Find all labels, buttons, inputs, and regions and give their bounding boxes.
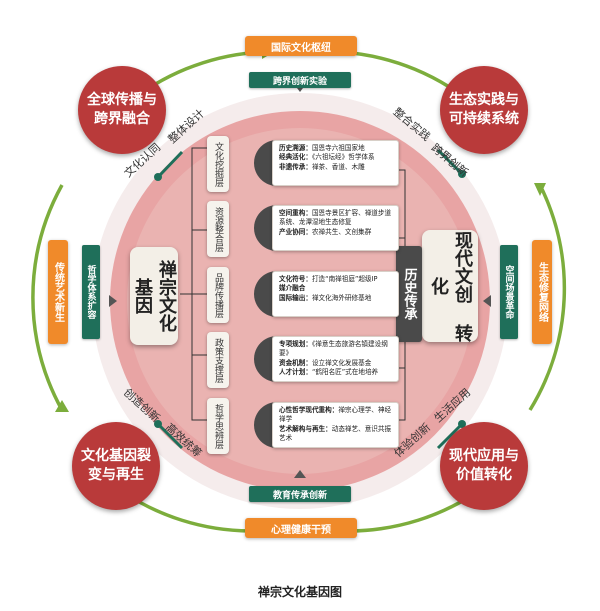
detail-value: 动态禅艺、意识共振艺术 [279, 424, 392, 442]
layer-detail-line: 空间重构：国恩寺景区扩容、禅道步道系统、龙潭湿地生态修复 [279, 209, 394, 228]
detail-key: 媒介融合 [279, 284, 306, 293]
detail-key: 经典活化： [279, 153, 312, 162]
detail-key: 文化符号： [279, 275, 312, 283]
tag-traditional-art: 传统艺术新生 [48, 240, 68, 344]
detail-key: 国际输出： [279, 293, 312, 302]
layer-card: 文化挖掘层 [207, 136, 229, 192]
card-zen-culture-gene: 禅宗文化 基因 [130, 247, 178, 345]
node-modern-application: 现代应用与 价值转化 [440, 422, 528, 510]
node-label: 现代应用与 价值转化 [449, 448, 519, 483]
connector-dots [154, 148, 466, 450]
tag-ecological-network: 生态修复网络 [532, 240, 552, 344]
tag-international-hub: 国际文化枢纽 [245, 36, 357, 56]
detail-value: 禅文化海外研修基地 [311, 293, 372, 302]
layer-detail-body: 心性哲学现代重构：禅宗心理学、神经禅学艺术解构与再生：动态禅艺、意识共振艺术 [272, 402, 399, 448]
node-label: 文化基因裂 变与再生 [81, 448, 151, 483]
arrow-left [483, 295, 491, 307]
layer-label: 资源整合层 [213, 206, 223, 252]
layer-label: 文化挖掘层 [213, 141, 223, 187]
layer-detail-line: 产业协同：农禅共生、文创集群 [279, 228, 394, 237]
detail-value: 国恩寺景区扩容、禅道步道系统、龙潭湿地生态修复 [279, 209, 392, 227]
detail-key: 心性哲学现代重构： [279, 406, 339, 414]
detail-value: “鹤阳名匠”式在地培养 [311, 367, 379, 376]
detail-value: 设立禅文化发展基金 [311, 358, 372, 367]
detail-key: 空间重构： [279, 209, 312, 217]
detail-key: 产业协同： [279, 227, 312, 236]
layer-detail-line: 人才计划：“鹤阳名匠”式在地培养 [279, 368, 394, 377]
detail-value: 农禅共生、文创集群 [311, 227, 372, 236]
layer-detail-line: 专项规划：《禅意生态旅游名镇建设纲要》 [279, 340, 394, 359]
node-label: 全球传播与 跨界融合 [87, 92, 157, 127]
layer-label: 哲学思辨层 [213, 403, 223, 449]
layer-detail-line: 国际输出：禅文化海外研修基地 [279, 294, 394, 303]
arrowhead [55, 400, 69, 412]
layer-card: 资源整合层 [207, 201, 229, 257]
layer-detail-body: 历史溯源：国恩寺六祖国家地经典活化：《六祖坛经》哲学体系非遗传承：禅茶、香道、木… [272, 140, 399, 186]
detail-value: 国恩寺六祖国家地 [311, 144, 365, 152]
detail-key: 资金机制： [279, 358, 312, 367]
layer-label: 政策支撑层 [213, 337, 223, 383]
tag-education-innovation: 教育传承创新 [249, 486, 351, 502]
layer-detail-body: 空间重构：国恩寺景区扩容、禅道步道系统、龙潭湿地生态修复产业协同：农禅共生、文创… [272, 205, 399, 251]
layer-detail-line: 历史溯源：国恩寺六祖国家地 [279, 144, 394, 153]
layer-card: 政策支撑层 [207, 332, 229, 388]
layer-detail-line: 心性哲学现代重构：禅宗心理学、神经禅学 [279, 406, 394, 425]
node-label: 生态实践与 可持续系统 [449, 92, 519, 127]
detail-key: 非遗传承： [279, 162, 312, 171]
node-cultural-gene-fission: 文化基因裂 变与再生 [72, 422, 160, 510]
ring-arc-left [31, 184, 64, 411]
node-global-communication: 全球传播与 跨界融合 [78, 66, 166, 154]
layer-detail-line: 艺术解构与再生：动态禅艺、意识共振艺术 [279, 425, 394, 444]
layer-detail-card: 专项规划：《禅意生态旅游名镇建设纲要》资金机制：设立禅文化发展基金人才计划：“鹤… [254, 336, 399, 382]
node-ecological-practice: 生态实践与 可持续系统 [440, 66, 528, 154]
layer-detail-card: 心性哲学现代重构：禅宗心理学、神经禅学艺术解构与再生：动态禅艺、意识共振艺术 [254, 402, 399, 448]
tag-mental-health: 心理健康干预 [245, 518, 357, 538]
tag-space-revolution: 空间场景革命 [500, 245, 518, 339]
card-label: 现代文创 转化 [428, 230, 473, 342]
detail-key: 人才计划： [279, 367, 312, 376]
layer-detail-card: 历史溯源：国恩寺六祖国家地经典活化：《六祖坛经》哲学体系非遗传承：禅茶、香道、木… [254, 140, 399, 186]
diagram-caption: 禅宗文化基因图 [257, 585, 342, 599]
arrow-right [109, 295, 117, 307]
layer-detail-line: 文化符号：打造“南禅祖庭”超级IP [279, 275, 394, 284]
history-inheritance-box: 历史传承 [396, 246, 422, 342]
layer-detail-line: 资金机制：设立禅文化发展基金 [279, 359, 394, 368]
layer-detail-card: 空间重构：国恩寺景区扩容、禅道步道系统、龙潭湿地生态修复产业协同：农禅共生、文创… [254, 205, 399, 251]
detail-value: 《六祖坛经》哲学体系 [311, 153, 375, 162]
ring-arc-right [528, 184, 567, 411]
arrowhead [534, 183, 546, 196]
detail-key: 艺术解构与再生： [279, 424, 332, 433]
tag-philosophy-expansion: 哲学体系扩容 [82, 245, 100, 339]
layer-detail-line: 媒介融合 [279, 284, 394, 293]
layer-card: 哲学思辨层 [207, 398, 229, 454]
detail-value: 打造“南禅祖庭”超级IP [311, 275, 378, 283]
left-bracket [191, 147, 210, 421]
detail-value: 禅茶、香道、木雕 [311, 162, 365, 171]
card-label: 禅宗文化 基因 [132, 260, 177, 332]
layer-label: 品牌传播层 [213, 272, 223, 318]
detail-key: 专项规划： [279, 340, 312, 348]
layer-card: 品牌传播层 [207, 267, 229, 323]
layer-detail-body: 专项规划：《禅意生态旅游名镇建设纲要》资金机制：设立禅文化发展基金人才计划：“鹤… [272, 336, 399, 382]
detail-value: 禅宗心理学、神经禅学 [279, 406, 392, 424]
detail-key: 历史溯源： [279, 144, 312, 152]
layer-detail-line: 非遗传承：禅茶、香道、木雕 [279, 163, 394, 172]
detail-value: 《禅意生态旅游名镇建设纲要》 [279, 340, 388, 358]
card-modern-creative-transformation: 现代文创 转化 [422, 230, 478, 342]
layer-detail-line: 经典活化：《六祖坛经》哲学体系 [279, 153, 394, 162]
tag-crossover-lab: 跨界创新实验 [249, 72, 351, 88]
arrow-up [294, 470, 306, 478]
